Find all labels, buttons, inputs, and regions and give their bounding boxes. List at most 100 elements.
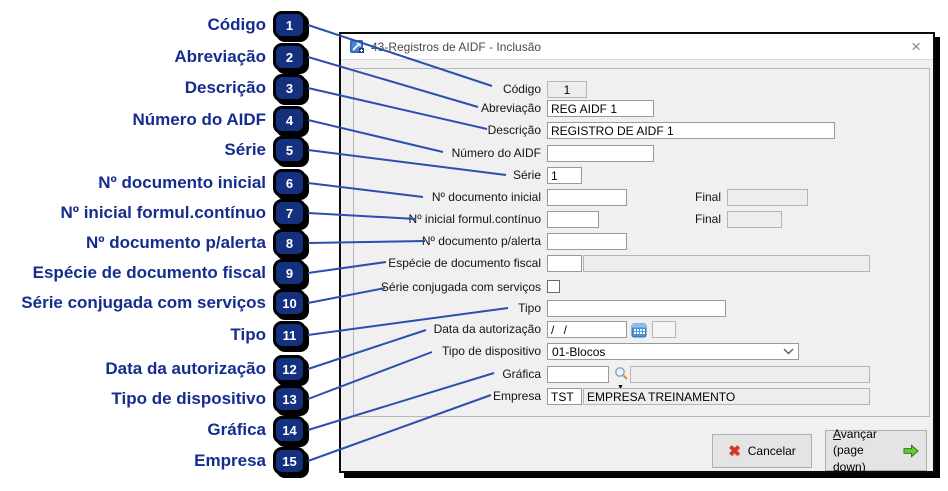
numero-aidf-label: Número do AIDF (451, 146, 541, 160)
callout-label: Tipo (230, 325, 266, 344)
tipo-dispositivo-label: Tipo de dispositivo (442, 344, 541, 358)
callout-badge: 1 (273, 11, 306, 39)
formul-continuo-label: Nº inicial formul.contínuo (408, 212, 541, 226)
numero-aidf-input[interactable] (547, 145, 654, 162)
callout-label: Número do AIDF (132, 110, 266, 129)
callout-doc-alerta: Nº documento p/alerta 8 (0, 228, 306, 258)
callout-badge: 4 (273, 106, 306, 134)
dialog-window: 43-Registros de AIDF - Inclusão × Código… (339, 32, 935, 474)
callout-label: Nº documento p/alerta (85, 233, 266, 252)
grafica-label: Gráfica (502, 367, 541, 381)
callout-label: Descrição (184, 78, 266, 97)
cancel-button-label: Cancelar (747, 444, 796, 458)
callout-tipo: Tipo 11 (0, 320, 306, 350)
callout-label: Série (224, 140, 266, 159)
callout-serie: Série 5 (0, 135, 306, 165)
close-icon[interactable]: × (911, 37, 921, 56)
next-button-label: Avançar(page down) (833, 427, 877, 474)
callout-label: Data da autorização (105, 359, 266, 378)
tipo-input[interactable] (547, 300, 726, 317)
dialog-title: 43-Registros de AIDF - Inclusão (371, 39, 542, 54)
callout-badge: 8 (273, 229, 306, 257)
callout-label: Tipo de dispositivo (111, 389, 266, 408)
callout-label: Série conjugada com serviços (21, 293, 266, 312)
calendar-icon (631, 323, 647, 337)
callout-tipo-dispositivo: Tipo de dispositivo 13 (0, 384, 306, 414)
callout-numero-aidf: Número do AIDF 4 (0, 105, 306, 135)
callout-label: Espécie de documento fiscal (32, 263, 266, 282)
callout-label: Nº inicial formul.contínuo (60, 203, 267, 222)
data-autorizacao-input[interactable] (547, 321, 627, 338)
callout-badge: 15 (273, 447, 306, 475)
callout-badge: 14 (273, 416, 306, 444)
callout-especie: Espécie de documento fiscal 9 (0, 258, 306, 288)
callout-badge: 5 (273, 136, 306, 164)
tipo-label: Tipo (518, 301, 541, 315)
cancel-x-icon: ✖ (728, 443, 741, 460)
tipo-dispositivo-dropdown[interactable]: 01-Blocos (547, 343, 799, 360)
search-icon (614, 367, 628, 380)
callout-abreviacao: Abreviação 2 (0, 42, 306, 72)
cancel-button[interactable]: ✖ Cancelar (712, 434, 812, 468)
grafica-name-field (630, 366, 870, 383)
serie-conjugada-label: Série conjugada com serviços (380, 280, 541, 294)
dialog-titlebar: 43-Registros de AIDF - Inclusão × (341, 34, 933, 60)
callout-badge: 9 (273, 259, 306, 287)
grafica-code-input[interactable] (547, 366, 609, 383)
callout-badge: 10 (273, 289, 306, 317)
abreviacao-label: Abreviação (480, 101, 541, 115)
doc-inicial-input[interactable] (547, 189, 627, 206)
serie-input[interactable] (547, 167, 582, 184)
doc-inicial-label: Nº documento inicial (431, 190, 541, 204)
callout-badge: 13 (273, 385, 306, 413)
callout-label: Empresa (194, 451, 266, 470)
callout-badge: 2 (273, 43, 306, 71)
search-dropdown-arrow-icon[interactable]: ▼ (617, 384, 624, 391)
callout-badge: 6 (273, 169, 306, 197)
callout-formul-continuo: Nº inicial formul.contínuo 7 (0, 198, 306, 228)
green-arrow-icon (903, 443, 919, 458)
callout-empresa: Empresa 15 (0, 446, 306, 476)
grafica-search-button[interactable] (612, 365, 630, 382)
callout-label: Gráfica (207, 420, 266, 439)
doc-alerta-label: Nº documento p/alerta (421, 234, 541, 248)
especie-code-input[interactable] (547, 255, 582, 272)
callout-grafica: Gráfica 14 (0, 415, 306, 445)
descricao-label: Descrição (487, 123, 541, 137)
tipo-dispositivo-value: 01-Blocos (552, 344, 606, 359)
formul-continuo-input[interactable] (547, 211, 599, 228)
callout-badge: 7 (273, 199, 306, 227)
especie-name-field (583, 255, 870, 272)
callout-codigo: Código 1 (0, 10, 306, 40)
codigo-label: Código (502, 82, 541, 96)
serie-label: Série (512, 168, 541, 182)
codigo-field: 1 (547, 81, 587, 98)
callout-descricao: Descrição 3 (0, 73, 306, 103)
callout-badge: 11 (273, 321, 306, 349)
formul-continuo-final-label: Final (694, 212, 721, 226)
app-icon (350, 40, 364, 53)
descricao-input[interactable] (547, 122, 835, 139)
callout-label: Nº documento inicial (98, 173, 266, 192)
especie-label: Espécie de documento fiscal (388, 256, 541, 270)
callout-serie-conjugada: Série conjugada com serviços 10 (0, 288, 306, 318)
formul-continuo-final-field (727, 211, 782, 228)
next-button[interactable]: Avançar(page down) (825, 427, 927, 474)
doc-inicial-final-field (727, 189, 808, 206)
empresa-label: Empresa (492, 389, 541, 403)
abreviacao-input[interactable] (547, 100, 654, 117)
chevron-down-icon (783, 348, 794, 355)
callout-badge: 12 (273, 355, 306, 383)
callout-label: Código (207, 15, 266, 34)
callout-badge: 3 (273, 74, 306, 102)
data-autorizacao-aux-field (652, 321, 676, 338)
doc-alerta-input[interactable] (547, 233, 627, 250)
callout-label: Abreviação (174, 47, 266, 66)
empresa-name-field: EMPRESA TREINAMENTO (583, 388, 870, 405)
serie-conjugada-checkbox[interactable] (547, 280, 560, 293)
data-autorizacao-label: Data da autorização (433, 322, 541, 336)
calendar-button[interactable] (630, 321, 648, 338)
doc-inicial-final-label: Final (694, 190, 721, 204)
empresa-code-field: TST (547, 388, 582, 405)
